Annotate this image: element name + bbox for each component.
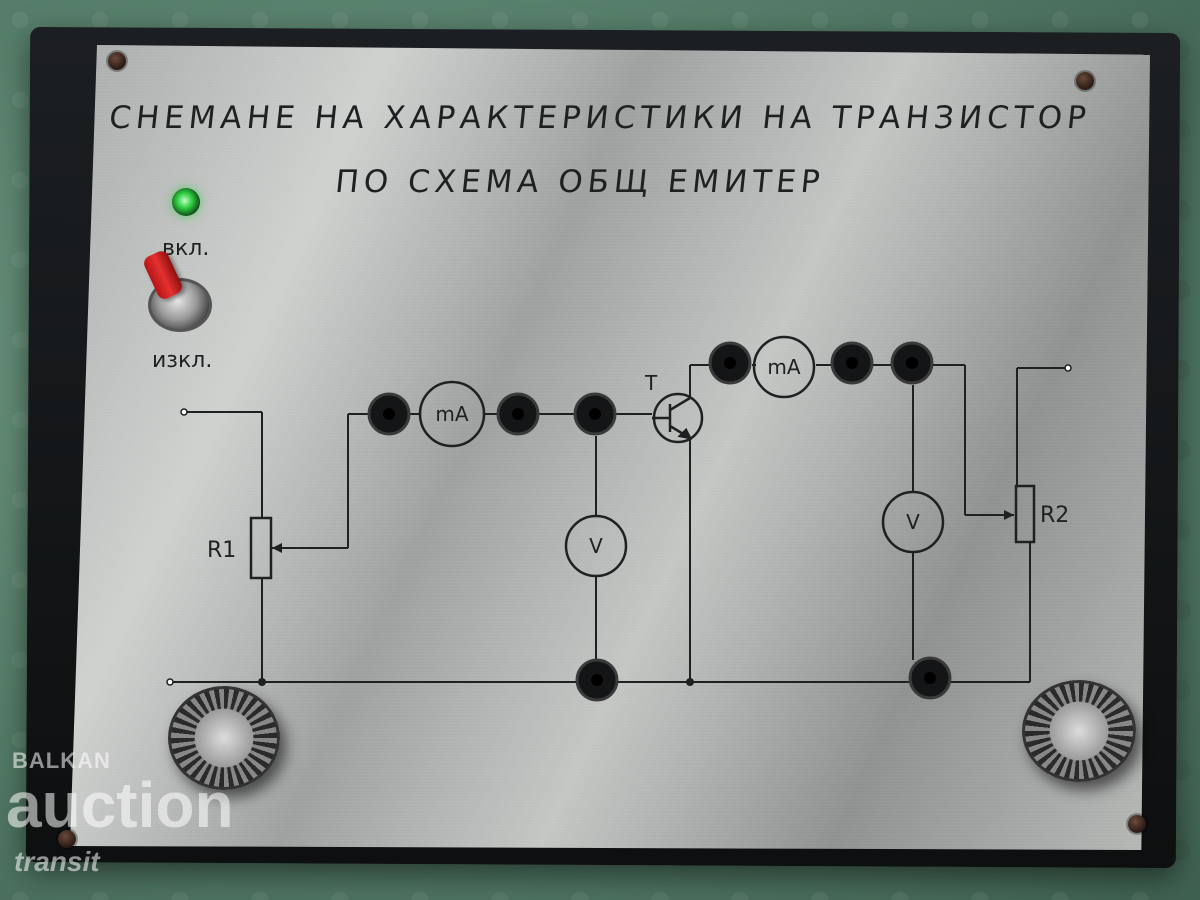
transistor-icon (652, 392, 704, 444)
watermark-line1: BALKAN (12, 748, 111, 773)
ammeter-label: mA (435, 402, 468, 426)
potentiometer-icon (1014, 484, 1036, 544)
transistor-label: T (644, 371, 658, 395)
resistor1-label: R1 (207, 538, 236, 563)
r2-knob-icon[interactable] (1022, 680, 1136, 782)
screw-icon (108, 52, 126, 70)
watermark-line3: transit (14, 846, 100, 877)
voltmeter-icon: V (564, 514, 628, 578)
ammeter-icon: mA (752, 335, 816, 399)
screw-icon (58, 830, 76, 848)
switch-on-label: вкл. (162, 236, 210, 261)
led-indicator-icon (172, 188, 200, 216)
voltmeter-label: V (906, 510, 920, 534)
ammeter-icon: mA (418, 380, 486, 448)
resistor2-label: R2 (1040, 503, 1069, 528)
watermark-line2: auction (6, 769, 234, 841)
potentiometer-icon (249, 516, 273, 580)
voltmeter-label: V (589, 534, 603, 558)
r1-knob-icon[interactable] (168, 686, 280, 790)
switch-off-label: изкл. (152, 348, 213, 373)
ammeter-label: mA (767, 355, 800, 379)
screw-icon (1128, 815, 1146, 833)
voltmeter-icon: V (881, 490, 945, 554)
screw-icon (1076, 72, 1094, 90)
